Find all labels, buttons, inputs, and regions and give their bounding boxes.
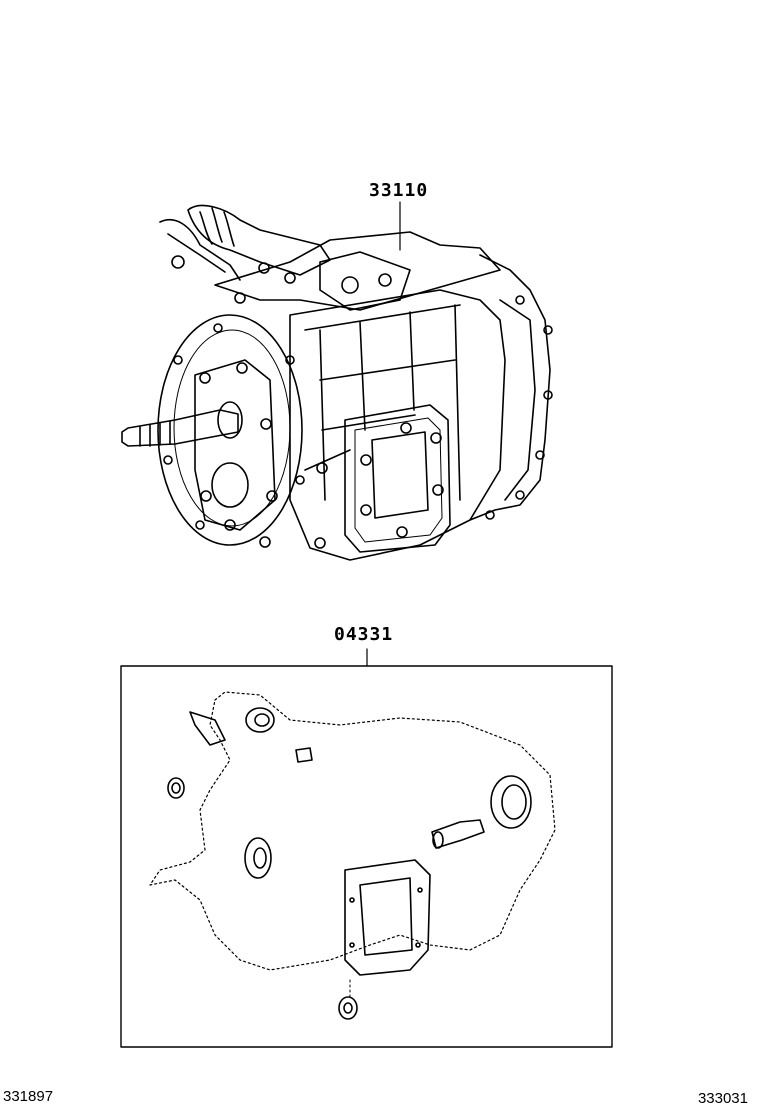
part-number-33110[interactable]: 33110 — [369, 180, 429, 201]
part-number-04331[interactable]: 04331 — [334, 624, 394, 645]
footer-left-code: 331897 — [3, 1088, 54, 1105]
transmission-assembly-icon — [121, 201, 553, 561]
footer-right-code: 333031 — [697, 1090, 748, 1107]
gasket-kit-icon — [120, 648, 613, 1048]
